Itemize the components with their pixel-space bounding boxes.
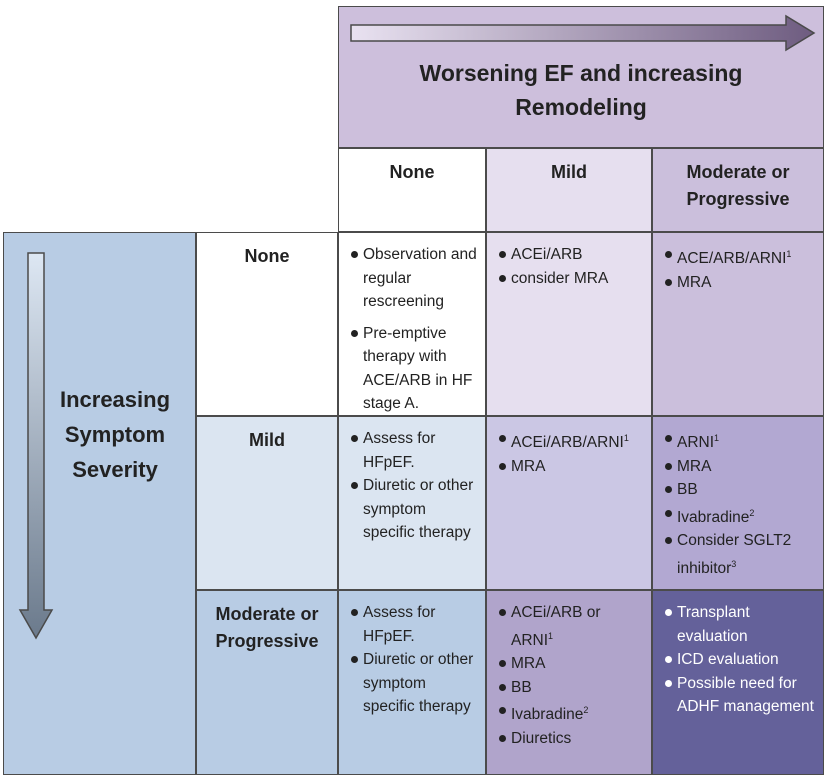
column-header-mild: Mild bbox=[486, 148, 652, 232]
recommendation-item: ICD evaluation bbox=[663, 648, 817, 672]
recommendation-text: Observation and regular rescreening bbox=[363, 246, 477, 310]
footnote-marker: 2 bbox=[583, 705, 589, 715]
cell-mild-none: Assess for HFpEF. Diuretic or other sympt… bbox=[338, 416, 486, 590]
recommendation-item: MRA bbox=[497, 652, 645, 676]
footnote-marker: 1 bbox=[623, 433, 629, 443]
column-header-none: None bbox=[338, 148, 486, 232]
recommendation-text: Diuretic or other symptom specific thera… bbox=[363, 651, 474, 715]
recommendation-item: ACE/ARB/ARNI1 bbox=[663, 243, 817, 271]
cell-none-mild: ACEi/ARB consider MRA bbox=[486, 232, 652, 416]
recommendation-item: Ivabradine2 bbox=[663, 502, 817, 530]
footnote-marker: 3 bbox=[731, 558, 737, 569]
ef-remodeling-title: Worsening EF and increasing Remodeling bbox=[338, 56, 824, 124]
recommendation-item: Observation and regular rescreening bbox=[349, 243, 479, 314]
recommendation-item: BB bbox=[663, 478, 817, 502]
recommendation-text: BB bbox=[511, 678, 532, 696]
recommendation-item: ACEi/ARB/ARNI1 bbox=[497, 427, 645, 455]
recommendation-text: Assess for HFpEF. bbox=[363, 430, 436, 471]
recommendation-text: MRA bbox=[511, 655, 546, 672]
recommendation-item: ACEi/ARB or ARNI1 bbox=[497, 601, 645, 652]
recommendation-item: ACEi/ARB bbox=[497, 243, 645, 267]
recommendation-item: Diuretic or other symptom specific thera… bbox=[349, 648, 479, 719]
recommendation-item: MRA bbox=[663, 271, 817, 295]
recommendation-text: Ivabradine bbox=[677, 508, 750, 526]
recommendation-text: Diuretics bbox=[511, 729, 572, 747]
recommendation-item: MRA bbox=[663, 455, 817, 479]
recommendation-text: BB bbox=[677, 481, 698, 498]
recommendation-text: Ivabradine bbox=[511, 706, 584, 723]
recommendation-item: Possible need for ADHF management bbox=[663, 672, 817, 719]
down-arrow-icon bbox=[18, 252, 54, 640]
recommendation-text: MRA bbox=[677, 457, 712, 475]
recommendation-item: ARNI1 bbox=[663, 427, 817, 455]
row-header-mild: Mild bbox=[196, 416, 338, 590]
recommendation-text: Pre-emptive therapy with ACE/ARB in HF s… bbox=[363, 324, 473, 413]
recommendation-item: Diuretic or other symptom specific thera… bbox=[349, 474, 479, 545]
recommendation-item: Assess for HFpEF. bbox=[349, 427, 479, 474]
recommendation-text: ACEi/ARB or ARNI bbox=[511, 604, 601, 649]
recommendation-item: Ivabradine2 bbox=[497, 699, 645, 727]
recommendation-text: ACEi/ARB/ARNI bbox=[511, 434, 624, 451]
right-arrow-icon bbox=[350, 14, 816, 52]
recommendation-text: ACEi/ARB bbox=[511, 246, 583, 263]
recommendation-text: ACE/ARB/ARNI bbox=[677, 250, 787, 267]
recommendation-text: Assess for HFpEF. bbox=[363, 604, 436, 645]
footnote-marker: 2 bbox=[749, 507, 755, 518]
recommendation-item: BB bbox=[497, 676, 645, 700]
recommendation-item: Transplant evaluation bbox=[663, 601, 817, 648]
recommendation-text: Consider SGLT2 inhibitor bbox=[677, 532, 792, 577]
recommendation-item: MRA bbox=[497, 455, 645, 479]
footnote-marker: 1 bbox=[714, 433, 720, 443]
recommendation-item: Diuretics bbox=[497, 727, 645, 751]
recommendation-text: Transplant evaluation bbox=[677, 604, 750, 645]
recommendation-text: ARNI bbox=[677, 434, 715, 451]
recommendation-text: MRA bbox=[677, 273, 712, 291]
column-header-moderate: Moderate or Progressive bbox=[652, 148, 824, 232]
recommendation-item: consider MRA bbox=[497, 267, 645, 291]
cell-moderate-none: Assess for HFpEF. Diuretic or other sympt… bbox=[338, 590, 486, 775]
ef-title-line-1: Worsening EF and increasing bbox=[419, 60, 743, 86]
recommendation-item: Pre-emptive therapy with ACE/ARB in HF s… bbox=[349, 322, 479, 416]
symptom-severity-title: Increasing Symptom Severity bbox=[59, 387, 171, 482]
recommendation-text: ICD evaluation bbox=[677, 651, 779, 668]
ef-title-line-2: Remodeling bbox=[515, 94, 647, 120]
row-header-moderate: Moderate or Progressive bbox=[196, 590, 338, 775]
recommendation-text: Possible need for ADHF management bbox=[677, 674, 814, 716]
recommendation-text: consider MRA bbox=[511, 269, 609, 287]
recommendation-item: Assess for HFpEF. bbox=[349, 601, 479, 648]
footnote-marker: 1 bbox=[786, 249, 792, 259]
recommendation-item: Consider SGLT2 inhibitor3 bbox=[663, 529, 817, 580]
recommendation-text: Diuretic or other symptom specific thera… bbox=[363, 477, 474, 541]
row-header-none: None bbox=[196, 232, 338, 416]
footnote-marker: 1 bbox=[548, 630, 554, 641]
recommendation-text: MRA bbox=[511, 457, 546, 475]
